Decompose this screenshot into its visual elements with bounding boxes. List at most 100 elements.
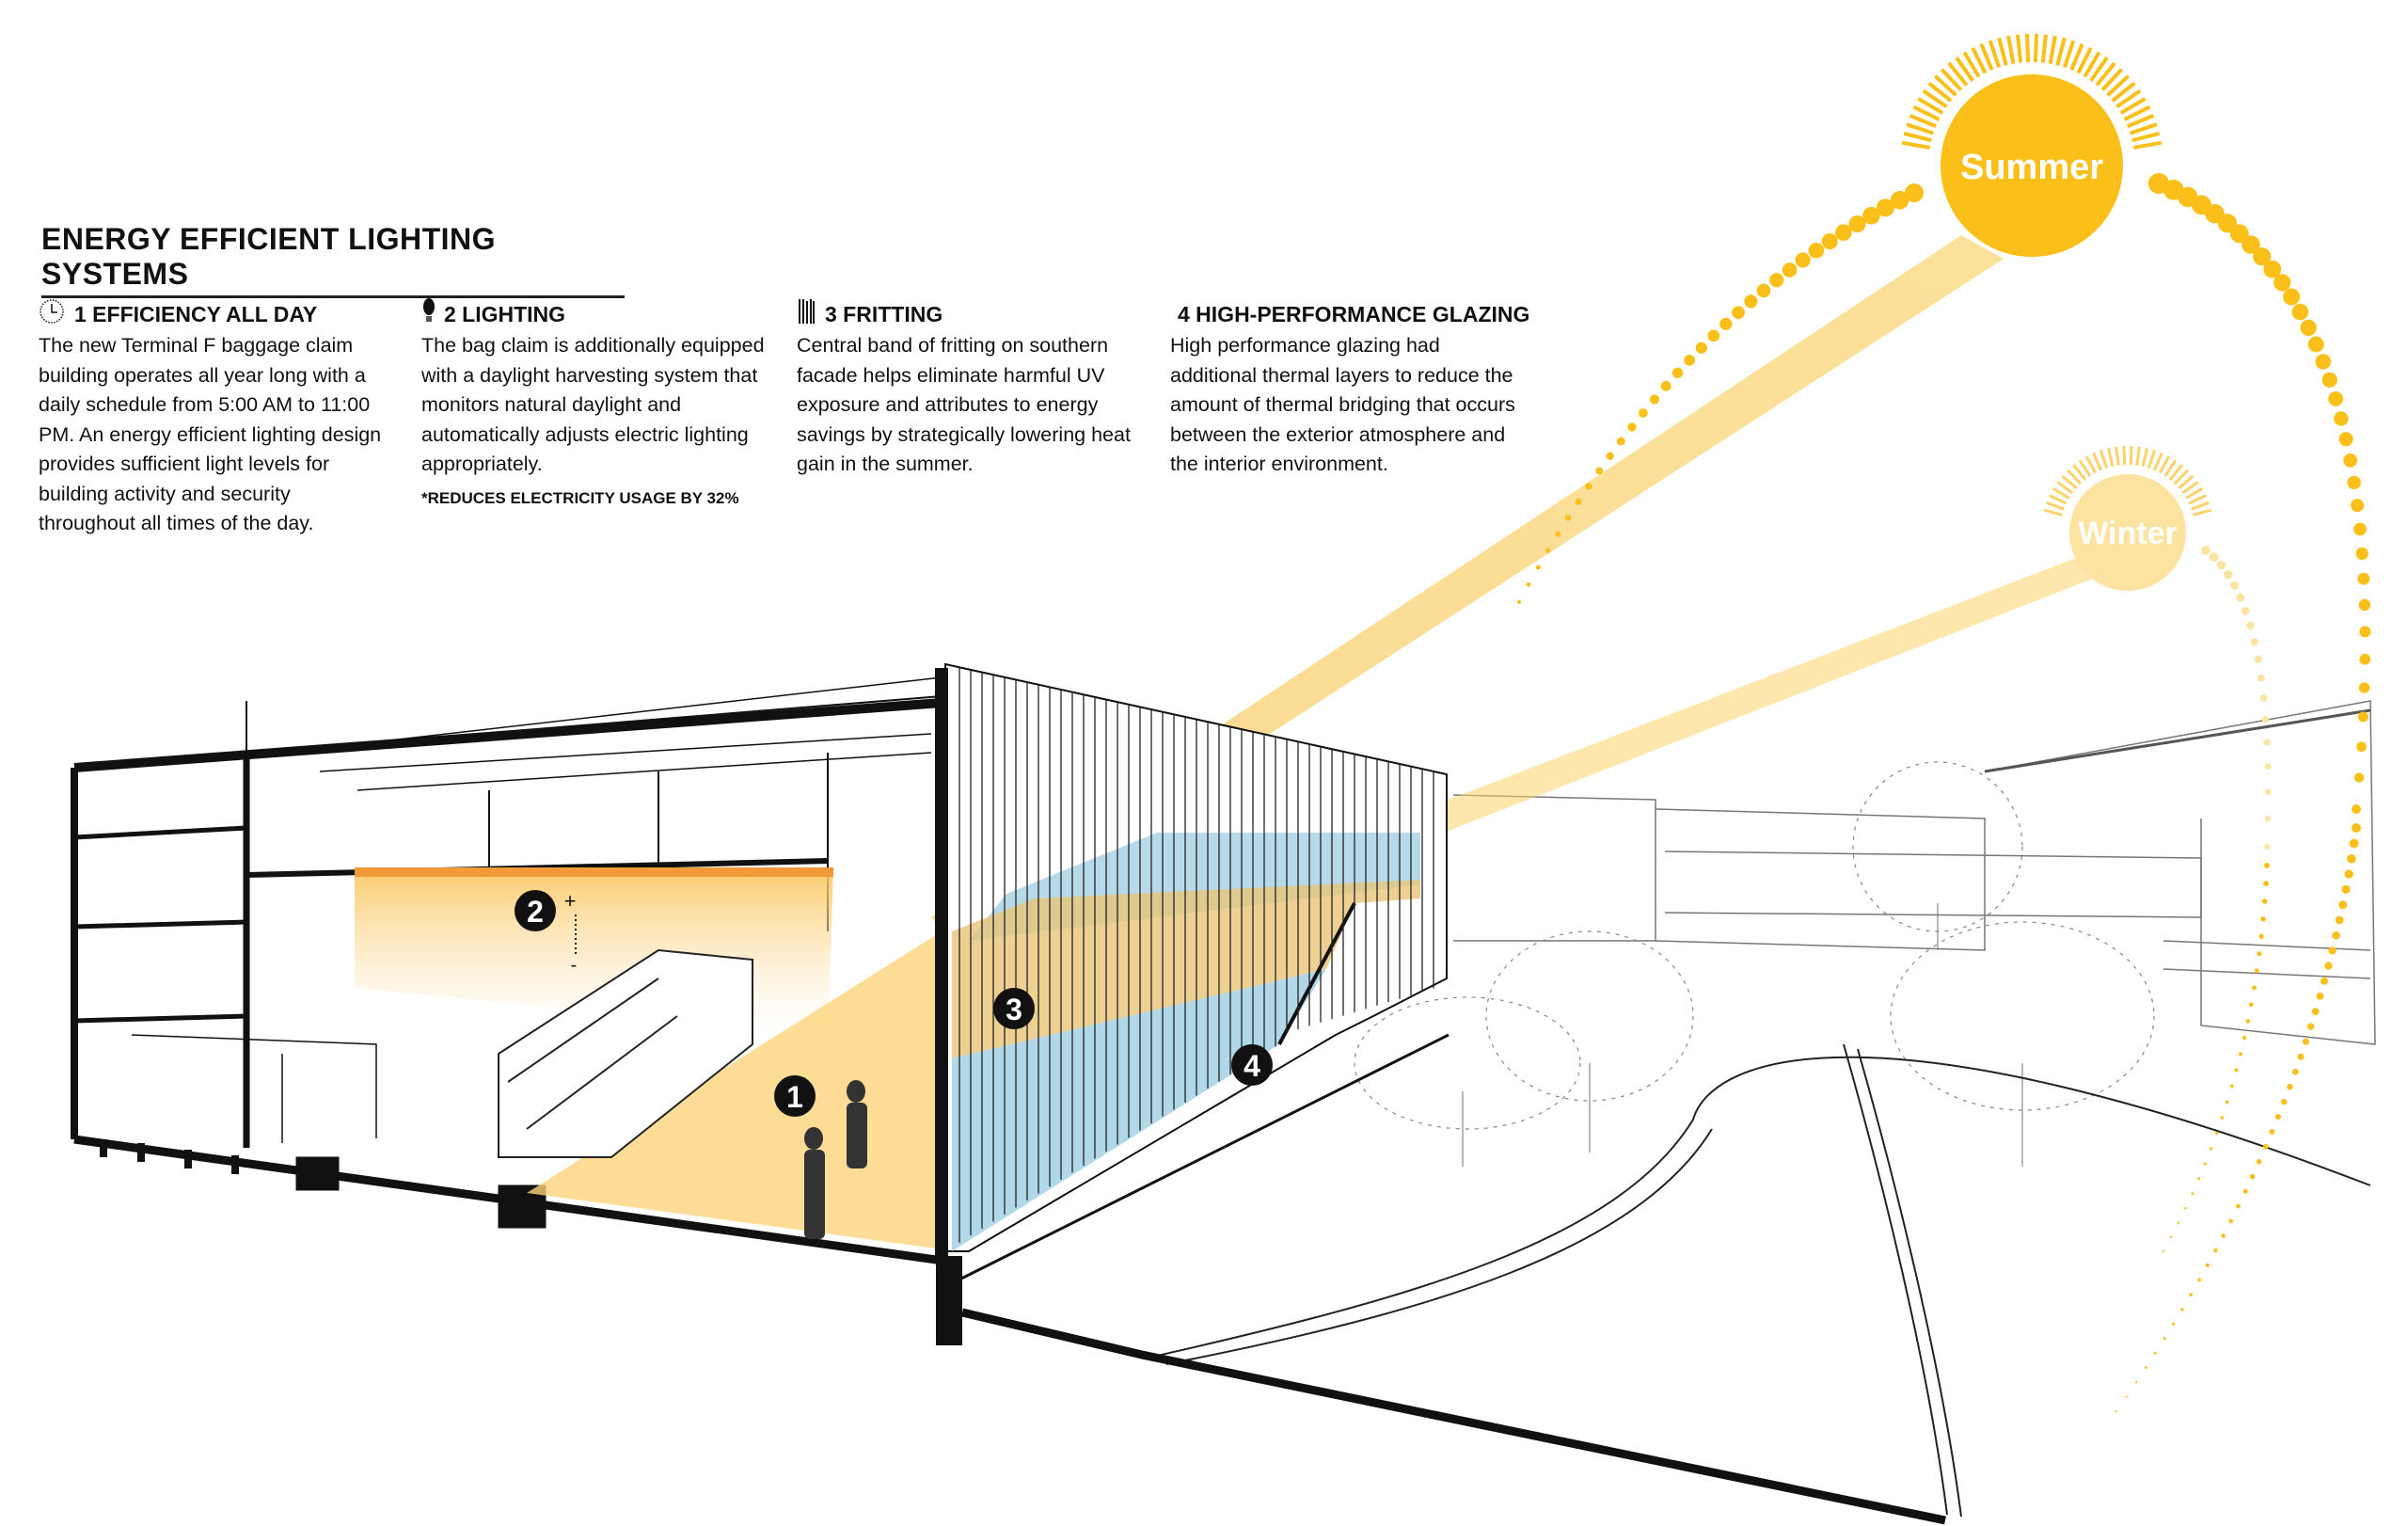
sun-path-dot [2257,951,2262,957]
sun-path-dot [2215,1131,2219,1136]
sun-ray [2106,447,2115,468]
sun-path-dot [2324,962,2333,970]
section-body: Central band of fritting on southern fac… [797,334,1131,475]
sun-ray [2089,56,2109,82]
sun-ray [2076,46,2093,74]
sun-ray [2024,34,2031,63]
sun-ray [2046,501,2065,511]
sun-ray [2115,88,2142,109]
sun-path-dot [2224,570,2233,580]
sun-ray [2078,459,2092,477]
sun-ray [1940,68,1963,92]
sun-ray [2173,469,2189,485]
sun-path-dot [2316,993,2324,1000]
sun-ray [2127,114,2155,129]
sun-path-dot [2221,1233,2226,1238]
sun-path-dot [1575,498,1582,505]
sun-path-dot [1638,408,1648,418]
escalator [498,948,753,1158]
sun-path-dot [2264,788,2272,795]
sun-path-dot [2352,804,2361,814]
sun-path-dot [2230,580,2240,590]
sun-path-dot [1835,224,1852,241]
ground-line [960,1308,1946,1525]
sun-ray [2122,446,2127,466]
sun-path-dot [1862,206,1880,225]
sun-path-dot [1756,283,1771,298]
sun-ray [2106,74,2131,97]
sun-path-dot [2297,1053,2305,1060]
sun-path-dot [2264,816,2271,822]
sun-path-dot [2311,1008,2320,1015]
sun-ray [2061,474,2078,490]
winter-sun-rays [2043,446,2212,517]
sun-ray [2016,34,2023,63]
svg-text:-: - [571,955,578,976]
sun-ray [2095,61,2116,87]
sun-ray [2129,122,2158,135]
sun-ray [1903,131,1932,143]
sun-path-dot [1890,190,1909,210]
sun-path-dot [2344,869,2353,879]
sun-path-dot [2356,741,2367,753]
sun-path-dot [2225,1100,2229,1105]
sun-path-dot [2238,1052,2243,1057]
sun-ray [2153,452,2163,471]
sun-path-dot [2115,1410,2117,1412]
background-terminal [1452,700,2376,1045]
sun-ray [2043,508,2063,517]
sun-path-dot [2291,303,2309,321]
sun-path-dot [1821,233,1838,250]
sun-path-dot [2249,1002,2254,1008]
sun-path-dot [2180,1307,2184,1311]
sun-path-dot [2228,1218,2234,1224]
electricity-note: *REDUCES ELECTRICITY USAGE BY 32% [421,488,739,507]
sun-path-dot [2302,1038,2309,1045]
sun-path-dot [1769,273,1784,288]
page-title: ENERGY EFFICIENT LIGHTING SYSTEMS [41,222,625,298]
sun-ray [2191,501,2210,511]
sun-path-dot [2258,674,2265,682]
summer-label: Summer [1960,148,2103,187]
sun-path-dot [2252,985,2257,991]
sun-path-dot [2259,694,2268,702]
sun-ray [1927,81,1953,103]
fritting-icon [799,299,815,324]
dimmer-icon: + - [564,889,578,976]
sun-path-dot [2162,1337,2166,1341]
sun-path-dot [2245,1019,2251,1024]
sun-ray [2193,508,2212,517]
sun-path-dot [2172,1322,2176,1326]
sun-path-dot [2347,853,2356,864]
sun-path-dot [1616,437,1625,446]
sun-path-dot [2216,561,2226,570]
sun-path-dot [2351,499,2365,513]
clock-icon [40,299,64,324]
sun-ray [2055,37,2067,66]
sun-path-dot [2242,607,2250,615]
sun-ray [2099,450,2109,469]
svg-text:3: 3 [1006,993,1022,1026]
sun-path-dot [1848,215,1866,233]
sun-ray [2181,481,2199,495]
sun-path-dot [2328,391,2344,406]
sun-path-dot [1526,582,1531,587]
sun-path-dot [2357,711,2368,723]
sun-path-dot [2184,1206,2187,1210]
sun-path-dot [2274,1113,2282,1121]
sun-path-dot [2263,881,2269,886]
facade-base [958,1033,1450,1281]
section-efficiency: 1 EFFICIENCY ALL DAY The new Terminal F … [39,295,396,539]
people [804,1080,867,1239]
daylight-cone [527,931,957,1251]
sun-path-dot [1517,600,1521,604]
sun-path-dot [2205,1263,2210,1267]
sun-path-dot [1782,262,1798,278]
sun-path-dot [1555,531,1561,537]
sun-path-dot [2353,772,2365,783]
section-glazing: 4 HIGH-PERFORMANCE GLAZING High performa… [1170,295,1529,480]
sun-ray [1988,40,2002,69]
sun-ray [1901,140,1931,150]
sun-path-dot [1649,394,1660,405]
sun-ray [2052,486,2070,500]
